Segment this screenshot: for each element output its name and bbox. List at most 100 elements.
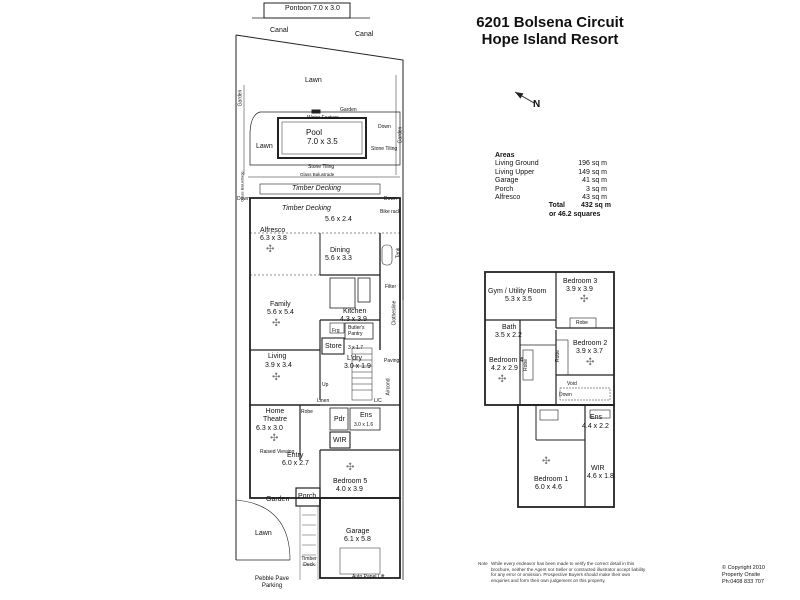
entry-size: 6.0 x 2.7: [282, 460, 309, 467]
ensuite-upper-name: Ens: [590, 414, 603, 421]
laundry-size: 3.0 x 1.9: [344, 363, 371, 370]
bedroom4-size: 4.2 x 2.9: [491, 365, 518, 372]
bath-name: Bath: [502, 324, 517, 331]
robe-label: Robe: [301, 409, 313, 415]
pontoon-label: Pontoon 7.0 x 3.0: [285, 5, 340, 12]
address-line-1: 6201 Bolsena Circuit: [476, 14, 624, 31]
auto-panel-lift-label: Auto Panel Lift: [352, 574, 385, 580]
note-text: While every endeavor has been made to ve…: [491, 561, 646, 583]
garden-right-label: Garden: [397, 126, 404, 144]
ceiling-fan-icon: ✣: [272, 318, 281, 329]
bedroom2-name: Bedroom 2: [573, 340, 608, 347]
areas-squares: or 46.2 squares: [549, 210, 601, 218]
home-theatre-size: 6.3 x 3.0: [256, 425, 283, 432]
garden-top-label: Garden: [340, 107, 357, 113]
ceiling-fan-icon: ✣: [586, 357, 595, 368]
bike-rack-label: Bike rack: [380, 209, 401, 215]
wir-ground-label: WIR: [333, 437, 347, 444]
bath-size: 3.5 x 2.2: [495, 332, 522, 339]
living-size: 3.9 x 3.4: [265, 362, 292, 369]
down-top-label: Down: [378, 124, 391, 130]
linen-label: Linen: [317, 398, 330, 404]
water-feature-label: Water Feature: [307, 115, 339, 121]
pebble-paving-label: Pebble Pave Parking: [254, 576, 290, 589]
ceiling-fan-icon: ✣: [270, 433, 279, 444]
stairs-up-label: Up: [322, 382, 329, 388]
ceiling-fan-icon: ✣: [580, 294, 589, 305]
timber-decking-label: Timber Decking: [282, 205, 331, 212]
company-phone: Ph:0408 833 707: [722, 579, 764, 585]
clothesline-label: Clothesline: [391, 300, 398, 326]
bedroom3-size: 3.9 x 3.9: [566, 286, 593, 293]
down-left-label: Down: [237, 196, 250, 202]
ceiling-fan-icon: ✣: [272, 372, 281, 383]
bedroom1-name: Bedroom 1: [534, 476, 569, 483]
bedroom5-name: Bedroom 5: [333, 478, 368, 485]
paving-label: Paving: [384, 358, 400, 364]
bedroom4-name: Bedroom 4: [489, 357, 524, 364]
address-line-2: Hope Island Resort: [481, 31, 619, 48]
laundry-name: L'dry: [347, 355, 362, 362]
company-name: Property Onsite: [722, 572, 761, 578]
canal-label-right: Canal: [355, 31, 374, 38]
butlers-pantry-size: 3 x 1.7: [348, 345, 364, 351]
robe4-label: Robe: [522, 359, 529, 371]
compass-north-label: N: [533, 99, 541, 110]
ceiling-fan-icon: ✣: [542, 456, 551, 467]
property-address: 6201 Bolsena Circuit Hope Island Resort: [440, 14, 660, 48]
timber-deck-label: Timber Deck: [301, 556, 317, 568]
butlers-pantry-name: Butler's Pantry: [348, 325, 365, 337]
lawn-left-label: Lawn: [256, 143, 273, 150]
glass-balustrade-label: Glass Balustrade: [300, 172, 335, 177]
family-name: Family: [270, 301, 291, 308]
kitchen-name: Kitchen: [343, 308, 367, 315]
garage-size: 6.1 x 5.8: [344, 536, 371, 543]
aircond-label: Aircond: [385, 378, 392, 396]
copyright-text: © Copyright 2010: [722, 565, 765, 571]
home-theatre-name: Home Theatre: [262, 408, 288, 423]
timber-decking-top-label: Timber Decking: [292, 185, 341, 192]
entry-name: Entry: [287, 452, 304, 459]
lc-label: L/C: [374, 398, 382, 404]
pool-name: Pool: [306, 128, 323, 137]
dining-size: 5.6 x 3.3: [325, 255, 352, 262]
ensuite-ground-size: 3.0 x 1.6: [354, 422, 374, 428]
ensuite-upper-size: 4.4 x 2.2: [582, 423, 609, 430]
deck-size: 5.6 x 2.4: [325, 216, 352, 223]
raised-viewing-label: Raised Viewing: [260, 449, 295, 455]
robe2-label: Robe: [554, 350, 561, 362]
living-name: Living: [268, 353, 287, 360]
pool-size: 7.0 x 3.5: [307, 137, 338, 146]
dining-name: Dining: [330, 247, 350, 254]
robe3-label: Robe: [576, 320, 588, 326]
tank-label: Tank: [395, 247, 402, 259]
bedroom2-size: 3.9 x 3.7: [576, 348, 603, 355]
filter-label: Filter: [385, 284, 397, 290]
stone-tiling-bottom-label: Stone Tiling: [308, 164, 335, 170]
wir-upper-name: WIR: [591, 465, 605, 472]
alfresco-size: 6.3 x 3.8: [260, 235, 287, 242]
family-size: 5.6 x 5.4: [267, 309, 294, 316]
bedroom5-size: 4.0 x 3.9: [336, 486, 363, 493]
store-label: Store: [325, 343, 342, 350]
powder-room-label: Pdr: [334, 416, 345, 423]
porch-label: Porch: [298, 493, 317, 500]
ensuite-ground-name: Ens: [360, 412, 373, 419]
wir-upper-size: 4.6 x 1.8: [587, 473, 614, 480]
bedroom1-size: 6.0 x 4.6: [535, 484, 562, 491]
garden-left-label: Garden: [237, 89, 244, 107]
kitchen-size: 4.3 x 3.9: [340, 316, 367, 323]
stairs-down-label: Down: [559, 392, 572, 398]
lawn-bottom-label: Lawn: [255, 530, 272, 537]
ceiling-fan-icon: ✣: [346, 462, 355, 473]
copyright-block: © Copyright 2010 Property Onsite Ph:0408…: [722, 565, 765, 586]
stone-tiling-right-label: Stone Tiling: [371, 146, 398, 152]
note-label: Note: [478, 561, 488, 566]
gym-name: Gym / Utility Room: [488, 288, 547, 295]
